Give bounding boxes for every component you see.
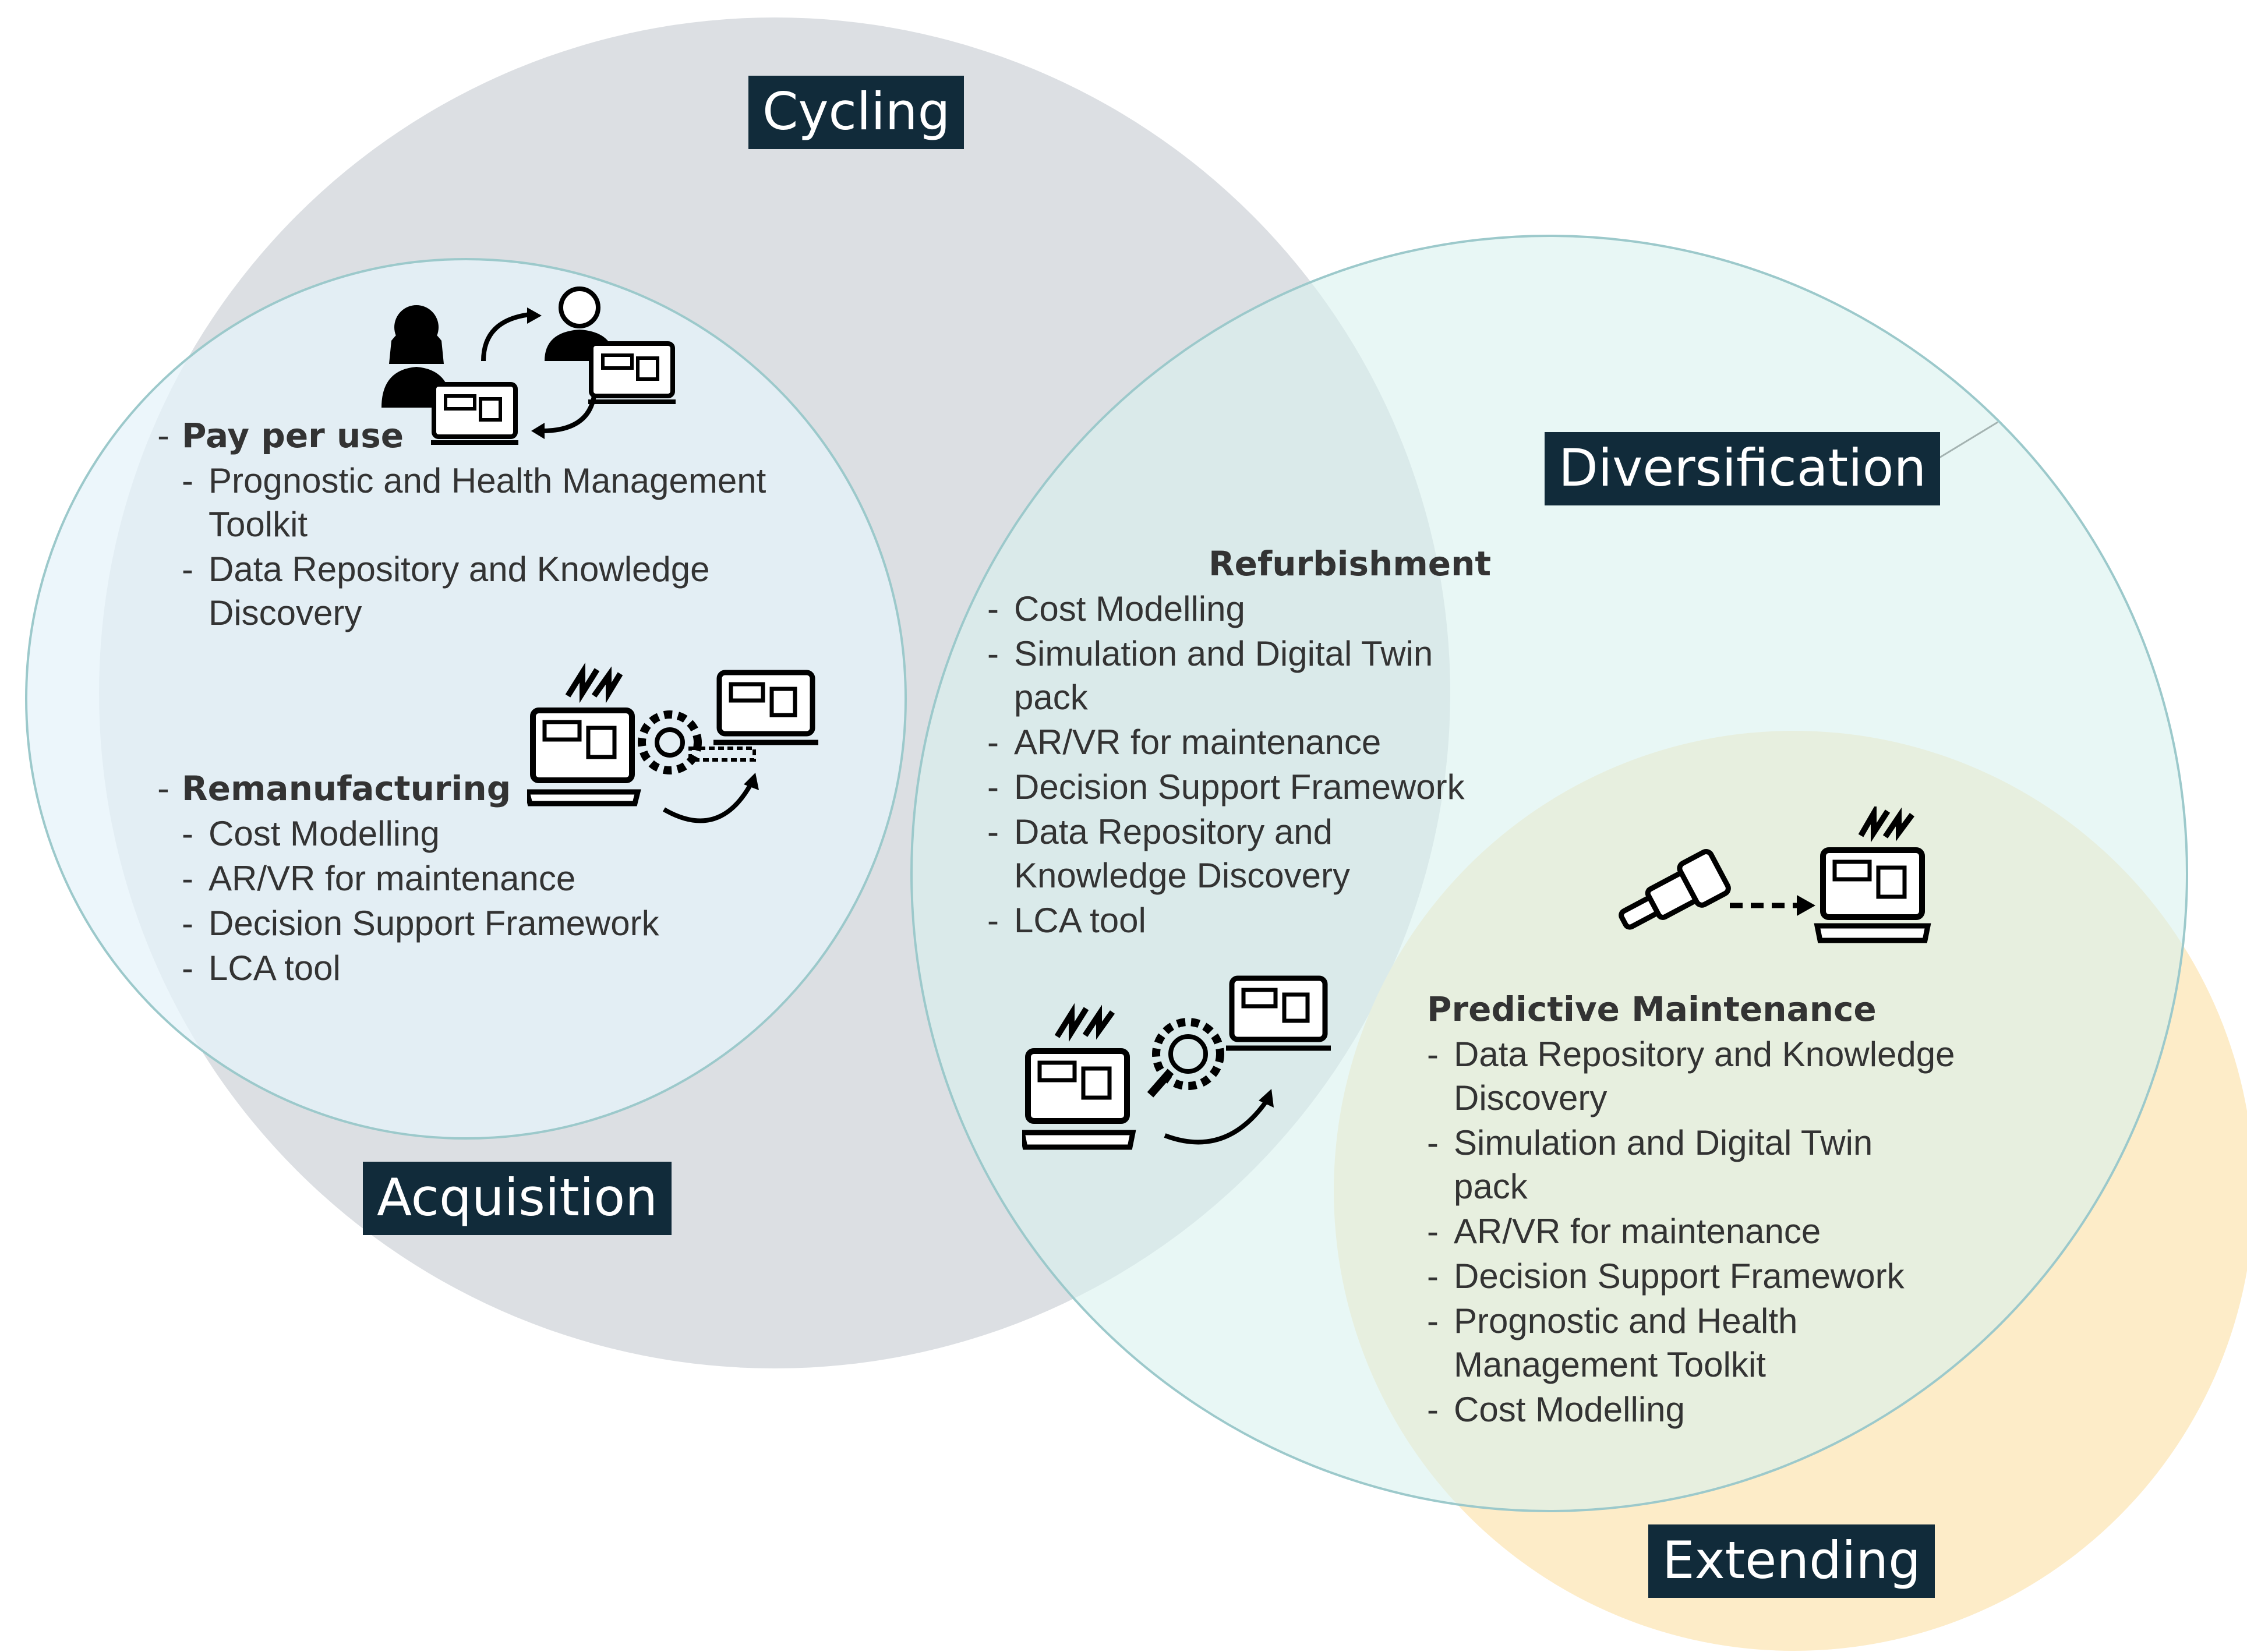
list-item: -Decision Support Framework bbox=[987, 767, 1465, 806]
acquisition-circle bbox=[25, 258, 907, 1140]
list-item: -Decision Support Framework bbox=[1427, 1257, 1905, 1296]
extending-label: Extending bbox=[1648, 1524, 1935, 1598]
refurbishment-list: -Cost Modelling -Simulation and Digital … bbox=[987, 587, 1511, 942]
pay-per-use-icon bbox=[381, 286, 676, 445]
list-item: -AR/VR for maintenance bbox=[182, 859, 576, 898]
list-item: -Cost Modelling bbox=[1427, 1390, 1685, 1429]
predictive-maintenance-list: -Data Repository and Knowledge Discovery… bbox=[1427, 1032, 2038, 1431]
pay-per-use-list: -Prognostic and Health Management Toolki… bbox=[182, 459, 769, 635]
list-item: -Simulation and Digital Twin pack bbox=[987, 634, 1433, 717]
list-item: -AR/VR for maintenance bbox=[1427, 1212, 1821, 1251]
list-item: -Data Repository and Knowledge Discovery bbox=[987, 812, 1350, 895]
pay-per-use-block: -Pay per use -Prognostic and Health Mana… bbox=[157, 415, 769, 636]
list-item: -Cost Modelling bbox=[987, 589, 1245, 628]
list-item: -Prognostic and Health Management Toolki… bbox=[1427, 1301, 1798, 1384]
acquisition-label: Acquisition bbox=[363, 1162, 672, 1235]
list-item: -Data Repository and Knowledge Discovery bbox=[182, 550, 710, 632]
predictive-maintenance-block: Predictive Maintenance -Data Repository … bbox=[1427, 988, 2038, 1432]
list-item: -LCA tool bbox=[182, 949, 341, 988]
remanufacturing-list: -Cost Modelling -AR/VR for maintenance -… bbox=[182, 812, 769, 990]
list-item: -AR/VR for maintenance bbox=[987, 723, 1382, 762]
list-item: -Simulation and Digital Twin pack bbox=[1427, 1123, 1873, 1206]
diversification-label: Diversification bbox=[1545, 432, 1941, 505]
cycling-label: Cycling bbox=[748, 76, 964, 149]
refurbishment-heading: Refurbishment bbox=[1209, 544, 1492, 583]
diversification-circle bbox=[910, 235, 2188, 1512]
refurbishment-icon bbox=[1022, 975, 1331, 1150]
remanufacturing-heading: -Remanufacturing bbox=[157, 769, 511, 808]
pay-per-use-heading: -Pay per use bbox=[157, 416, 404, 455]
list-item: -Data Repository and Knowledge Discovery bbox=[1427, 1035, 1955, 1117]
list-item: -Decision Support Framework bbox=[182, 904, 659, 943]
remanufacturing-block: -Remanufacturing -Cost Modelling -AR/VR … bbox=[157, 767, 769, 991]
predictive-maintenance-icon bbox=[1619, 806, 1931, 943]
remanufacturing-icon bbox=[527, 662, 818, 823]
predictive-maintenance-heading: Predictive Maintenance bbox=[1427, 989, 1877, 1029]
list-item: -Cost Modelling bbox=[182, 814, 440, 853]
list-item: -LCA tool bbox=[987, 901, 1146, 940]
refurbishment-block: Refurbishment -Cost Modelling -Simulatio… bbox=[987, 543, 1511, 943]
list-item: -Prognostic and Health Management Toolki… bbox=[182, 461, 766, 544]
